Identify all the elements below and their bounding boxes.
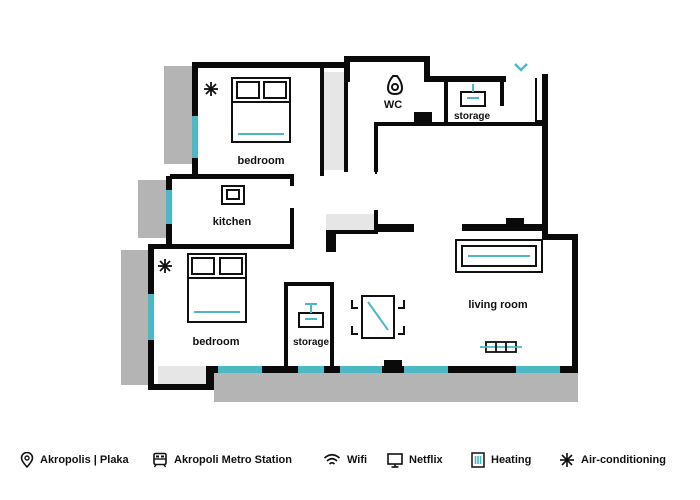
wall-wc-right [444, 80, 448, 124]
window-bottom-4 [404, 366, 448, 373]
wall-top-mid [344, 56, 430, 62]
wall-kitchen-right [290, 208, 294, 248]
room-label-kitchen: kitchen [213, 216, 252, 228]
wall-storage-bottom-left [284, 282, 288, 370]
toilet-icon [386, 75, 404, 96]
wall-living-top [462, 224, 542, 231]
wall-bedroom-top-right [320, 68, 324, 176]
wall-living-block [506, 218, 524, 228]
wall-right-top [542, 74, 548, 238]
wall-bottom-left [148, 384, 214, 390]
room-label-bedroom-bottom: bedroom [192, 336, 239, 348]
legend: Akropolis | Plaka Akropoli Metro Station… [0, 448, 700, 472]
wall-storage-bottom-right [330, 282, 334, 370]
windows [148, 116, 560, 373]
dining-table-icon [351, 295, 405, 339]
legend-item-ac: Air-conditioning [559, 448, 666, 472]
wall-kitchen-top [170, 174, 294, 179]
wall-storage-bottom-top [284, 282, 332, 286]
legend-label: Akropoli Metro Station [174, 454, 292, 466]
room-label-storage-bottom: storage [293, 337, 330, 348]
heater-icon [480, 341, 522, 353]
room-label-storage-top: storage [454, 111, 491, 122]
balcony-bottom [214, 372, 578, 402]
wall-storage-top-right [484, 76, 506, 82]
wall-right-stub [536, 120, 544, 124]
balcony-areas [121, 66, 578, 402]
legend-label: Air-conditioning [581, 454, 666, 466]
balcony-bottom-left [121, 250, 149, 385]
heating-icon [471, 452, 485, 468]
legend-item-heating: Heating [471, 448, 531, 472]
wall-storage-right [500, 80, 504, 106]
legend-label: Wifi [347, 454, 368, 466]
step-bottom-left [158, 366, 206, 384]
window-bottom-2 [298, 366, 324, 373]
room-label-living-room: living room [468, 299, 528, 311]
column-mid [326, 214, 374, 232]
balcony-mid-left [138, 180, 166, 238]
window-bottom-5 [516, 366, 560, 373]
wall-bottom-left-up [206, 366, 214, 390]
legend-label: Heating [491, 454, 532, 466]
tv-icon [387, 452, 403, 468]
window-bottom-1 [218, 366, 262, 373]
bed-bottom-icon [187, 253, 247, 323]
legend-label: Netflix [409, 454, 443, 466]
snowflake-icon [204, 82, 218, 96]
legend-item-wifi: Wifi [323, 448, 367, 472]
wall-mid-stub [374, 224, 414, 232]
bed-top-icon [231, 77, 291, 143]
thin-walls [375, 78, 537, 174]
wall-bottom-block [384, 360, 402, 370]
wall-right [572, 234, 578, 372]
wall-mid-horizontal [326, 230, 376, 234]
washer-icon [460, 84, 486, 107]
window-kitchen [166, 190, 172, 224]
wall-notch-right [424, 56, 430, 82]
wall-storage-top [430, 76, 484, 82]
floor-plan: bedroom kitchen WC storage bedroom stora… [121, 56, 578, 402]
legend-label: Akropolis | Plaka [40, 454, 129, 466]
wall-mid-block [326, 230, 336, 252]
snowflake-icon [158, 259, 172, 273]
window-bottom-3 [340, 366, 382, 373]
wall-wc-block [414, 112, 432, 124]
washer-icon [298, 303, 324, 328]
wall-kitchen-bottom [150, 244, 294, 249]
wall-mid-right [374, 210, 378, 234]
wall-kitchen-right-top [290, 176, 294, 186]
entry-chevron-icon [514, 63, 528, 72]
sofa-icon [455, 239, 543, 273]
location-pin-icon [20, 452, 34, 468]
metro-station-icon [153, 452, 167, 468]
legend-item-location: Akropolis | Plaka [20, 448, 129, 472]
legend-item-metro: Akropoli Metro Station [152, 448, 292, 472]
oven-icon [221, 185, 245, 205]
room-label-wc: WC [384, 99, 402, 111]
room-label-bedroom-top: bedroom [237, 155, 284, 167]
wall-top-left [194, 62, 344, 68]
legend-item-netflix: Netflix [387, 448, 443, 472]
balcony-top-left [164, 66, 194, 164]
wall-wc-bottom [376, 122, 544, 126]
column-top [322, 72, 344, 170]
snowflake-icon [560, 453, 574, 467]
window-bedroom-bottom [148, 294, 154, 340]
window-bedroom-top [192, 116, 198, 158]
wall-wc-left [344, 62, 348, 172]
wall-right-step [542, 234, 578, 240]
wifi-icon [323, 453, 341, 465]
